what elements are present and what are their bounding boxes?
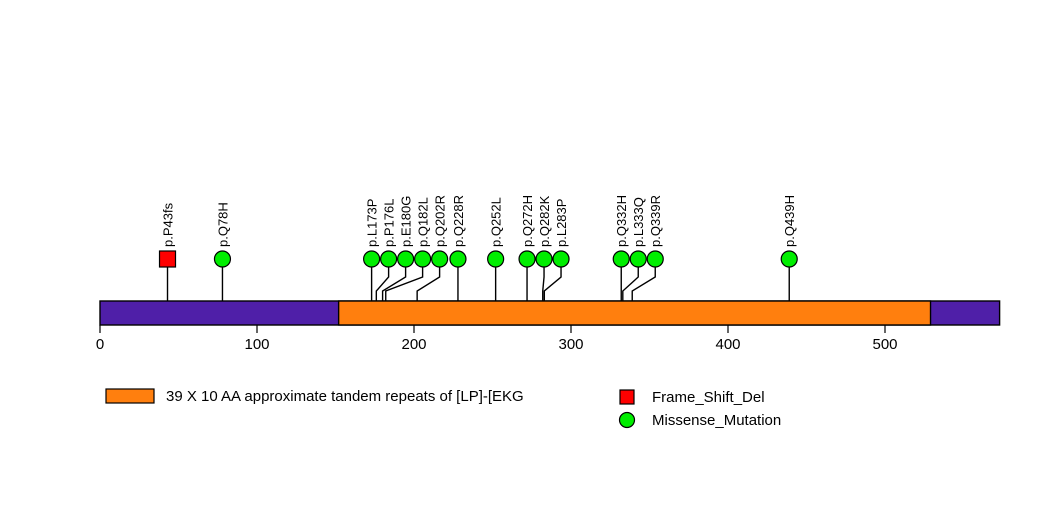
mutation-label: p.L173P — [365, 199, 380, 247]
mutation-label: p.Q272H — [520, 195, 535, 247]
mutation-marker-circle[interactable] — [397, 250, 415, 268]
mutation-marker-circle[interactable] — [213, 250, 232, 268]
mutation-label: p.Q252L — [489, 197, 504, 247]
axis-tick-label: 0 — [96, 336, 104, 353]
mutation-marker-circle[interactable] — [449, 250, 467, 268]
mutation-label: p.E180G — [399, 196, 414, 247]
legend-domain-swatch — [105, 388, 155, 404]
mutation-marker-circle[interactable] — [487, 250, 505, 268]
mutation-label: p.Q439H — [782, 195, 797, 247]
mutation-marker-square[interactable] — [158, 250, 177, 268]
mutation-marker-circle[interactable] — [363, 250, 381, 268]
mutation-marker-circle[interactable] — [535, 250, 553, 268]
mutation-marker-circle[interactable] — [552, 250, 570, 268]
position-axis: 0 100 200 300 400 500 — [96, 325, 898, 353]
legend-mutation-swatch-circle — [618, 411, 636, 429]
mutation-marker-circle[interactable] — [646, 250, 664, 268]
mutation-marker-circle[interactable] — [629, 250, 647, 268]
legend-mutation-label: Missense_Mutation — [652, 412, 781, 429]
mutation-label: p.Q228R — [451, 195, 466, 247]
mutation-markers — [158, 250, 798, 268]
axis-tick-label: 500 — [872, 336, 897, 353]
mutation-marker-circle[interactable] — [431, 250, 449, 268]
legend-mutation-label: Frame_Shift_Del — [652, 389, 765, 406]
mutation-label: p.L283P — [554, 199, 569, 247]
mutation-label: p.P43fs — [161, 202, 176, 247]
plot-legend: 39 X 10 AA approximate tandem repeats of… — [105, 388, 781, 429]
axis-tick-label: 400 — [715, 336, 740, 353]
mutation-label: p.L333Q — [631, 197, 646, 247]
mutation-marker-circle[interactable] — [380, 250, 398, 268]
legend-domain-label: 39 X 10 AA approximate tandem repeats of… — [166, 388, 524, 405]
axis-tick-label: 300 — [558, 336, 583, 353]
legend-mutation-swatch-square — [619, 389, 635, 405]
protein-backbone — [99, 300, 1001, 326]
mutation-label: p.P176L — [382, 199, 397, 247]
mutation-marker-circle[interactable] — [414, 250, 432, 268]
protein-domain-rect[interactable] — [337, 300, 932, 326]
mutation-label: p.Q282K — [537, 195, 552, 247]
mutation-marker-circle[interactable] — [780, 250, 798, 268]
axis-tick-label: 100 — [244, 336, 269, 353]
mutation-label: p.Q78H — [215, 202, 230, 247]
mutation-marker-circle[interactable] — [518, 250, 536, 268]
mutation-label: p.Q339R — [648, 195, 663, 247]
mutation-label: p.Q332H — [614, 195, 629, 247]
mutation-marker-circle[interactable] — [612, 250, 630, 268]
axis-tick-label: 200 — [401, 336, 426, 353]
mutation-label: p.Q182L — [416, 197, 431, 247]
mutation-label: p.Q202R — [433, 195, 448, 247]
